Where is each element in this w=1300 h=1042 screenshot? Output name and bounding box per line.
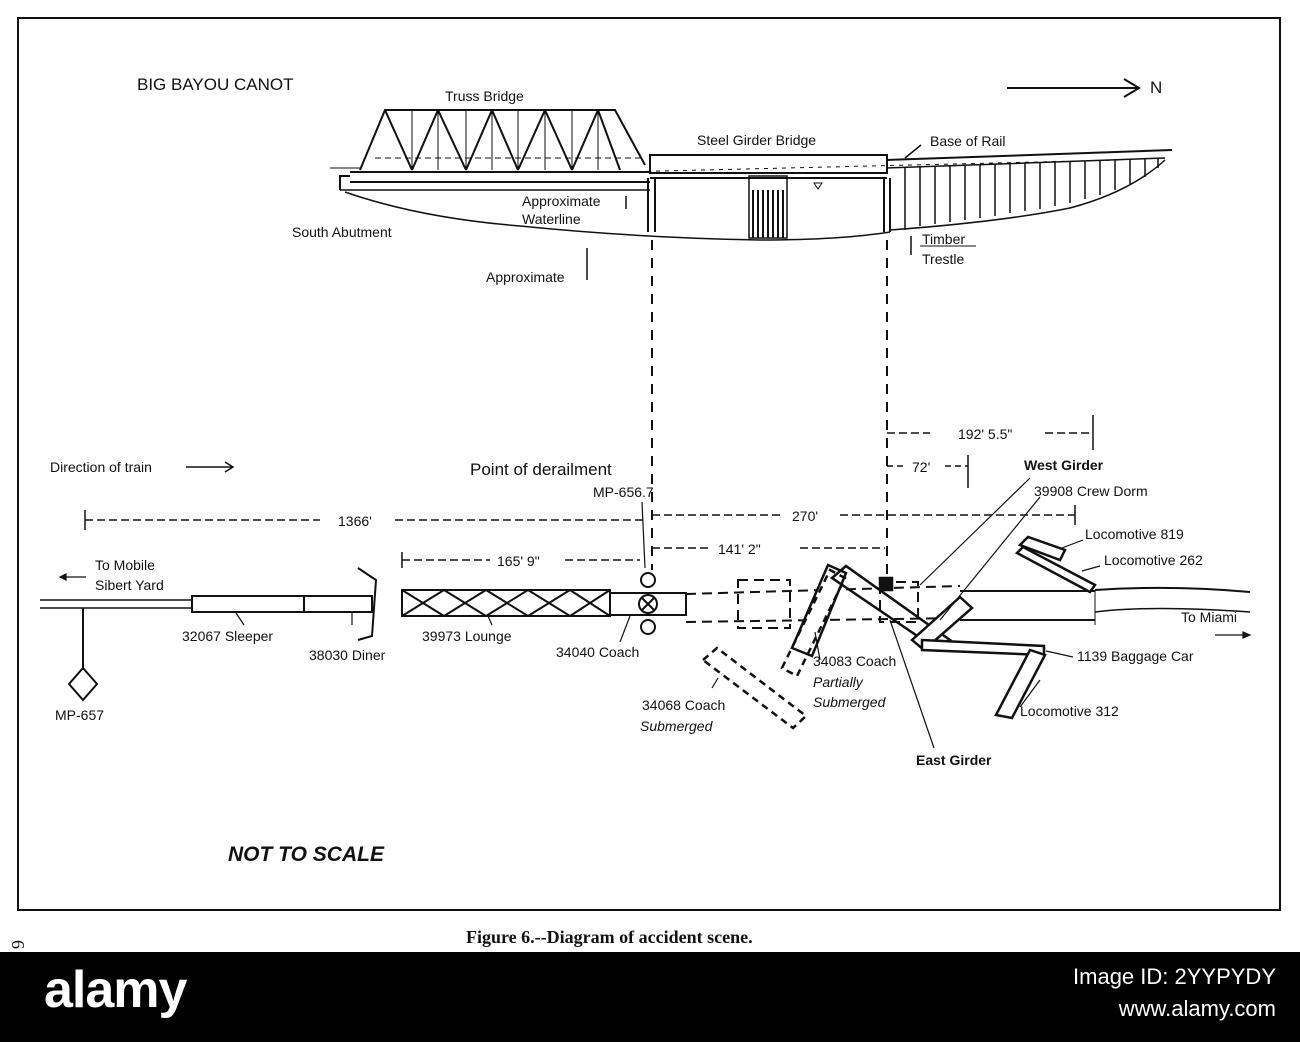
to-mobile-label-1: To Mobile [95,557,155,573]
dim-72: 72' [912,459,930,475]
footer-url-text: www.alamy.com [1118,996,1276,1021]
submerged-coaches [701,568,847,730]
car-coach-34040-label: 34040 Coach [556,644,639,660]
timber-label: Timber [922,231,965,247]
bayou-bed-line [344,191,891,241]
approx-waterline-label-1: Approximate [522,193,601,209]
derailed-equipment [790,535,1097,720]
truss-bridge-label: Truss Bridge [445,88,524,104]
car-sleeper-shape [191,595,305,613]
approx-waterline-label-2: Waterline [522,211,581,227]
dim-192-55: 192' 5.5" [958,426,1012,442]
track-lines [40,586,1251,625]
to-mobile-label-2: Sibert Yard [95,577,164,593]
approximate-label: Approximate [486,269,565,285]
steel-girder-shape [647,154,891,239]
dim-1366: 1366' [338,513,372,529]
car-lounge-label: 39973 Lounge [422,628,512,644]
to-miami-arrow-icon [1215,631,1252,639]
not-to-scale-label: NOT TO SCALE [228,843,385,866]
truss-bridge-shape [330,109,650,183]
baggage-1139-label: 1139 Baggage Car [1077,648,1194,664]
trestle-label: Trestle [922,251,964,267]
dim-141-2: 141' 2" [718,541,761,557]
accident-diagram: BIG BAYOU CANOT N [8,17,1281,949]
dim-270: 270' [792,508,818,524]
car-coach-34068-note: Submerged [640,718,714,734]
site-title: BIG BAYOU CANOT [137,75,294,94]
direction-of-train-label: Direction of train [50,459,152,475]
alamy-logo: alamy [44,961,187,1019]
dimension-lines [84,415,1094,568]
car-diner-label: 38030 Diner [309,647,386,663]
loco-262-shape [1014,545,1097,594]
projection-lines [651,240,888,580]
north-label: N [1150,78,1162,97]
loco-819-label: Locomotive 819 [1085,526,1184,542]
page-number: 6 [8,940,28,949]
base-of-rail-label: Base of Rail [930,133,1005,149]
figure-frame [17,17,1281,911]
loco-312-shape [994,648,1047,720]
timber-trestle-shape [886,149,1173,231]
baggage-car-shape [920,638,1046,657]
car-sleeper-label: 32067 Sleeper [182,628,273,644]
image-id-text: Image ID: 2YYPYDY [1073,964,1276,989]
west-girder-shape [829,564,953,652]
south-abutment-shape [339,175,650,191]
footer-meta: Image ID: 2YYPYDY www.alamy.com [1073,964,1276,1022]
to-mobile-arrow-icon [58,573,86,581]
loco-312-label: Locomotive 312 [1020,703,1119,719]
point-of-derailment-label: Point of derailment [470,460,612,479]
watermark-footer: alamy Image ID: 2YYPYDY www.alamy.com [0,952,1300,1042]
loco-262-label: Locomotive 262 [1104,552,1203,568]
coach-34083-shape [790,563,848,658]
car-coach-34083-note-2: Submerged [813,694,887,710]
bridge-elevation [330,109,1173,280]
dim-165-9: 165' 9" [497,553,540,569]
east-girder-label: East Girder [916,752,992,768]
crew-dorm-shape [910,595,974,652]
car-coach-34083-note-1: Partially [813,674,864,690]
mp-657-label: MP-657 [55,707,104,723]
coach-34068-shape [701,646,808,730]
loco-819-shape [1017,535,1067,562]
west-girder-label: West Girder [1024,457,1104,473]
south-abutment-label: South Abutment [292,224,392,240]
car-coach-34083-label: 34083 Coach [813,653,896,669]
mp-6567-label: MP-656.7 [593,484,654,500]
steel-girder-label: Steel Girder Bridge [697,132,816,148]
car-coach-34068-label: 34068 Coach [642,697,725,713]
to-miami-label: To Miami [1181,609,1237,625]
figure-caption: Figure 6.--Diagram of accident scene. [466,927,753,947]
label-leaders [235,477,1101,749]
north-arrow-icon [1007,78,1141,98]
waterline [619,159,1121,173]
direction-arrow-icon [186,461,235,473]
car-diner-shape [303,595,373,613]
mp-657-marker-icon [67,608,99,702]
car-crew-dorm-label: 39908 Crew Dorm [1034,483,1148,499]
train-consist [191,567,687,641]
coach-34083-submerged-shape [780,568,847,678]
